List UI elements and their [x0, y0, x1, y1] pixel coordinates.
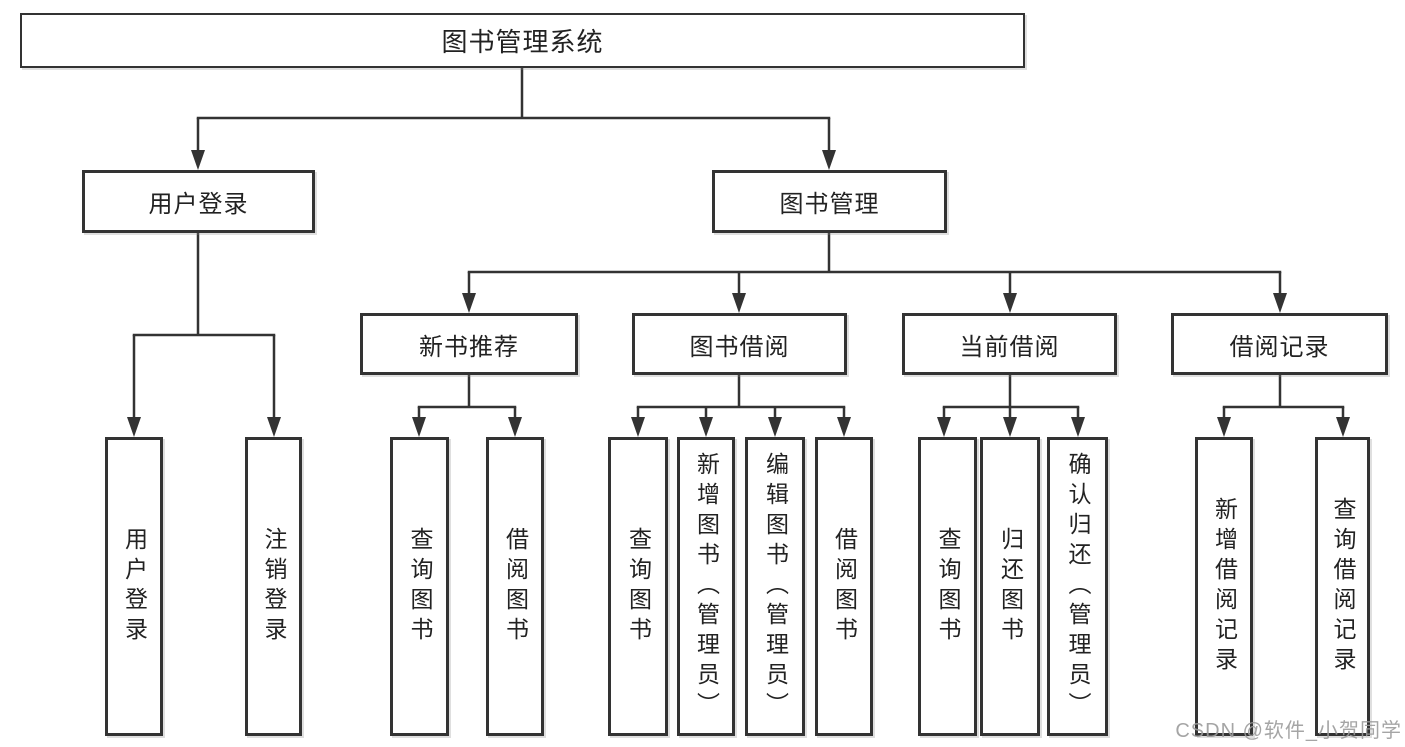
- connector-arrowhead: [732, 293, 746, 313]
- connector-arrowhead: [412, 417, 426, 437]
- connector-arrowhead: [191, 150, 205, 170]
- connector-arrowhead: [127, 417, 141, 437]
- node-leaf-confirm-return-admin: 确认归还（管理员）: [1047, 437, 1108, 736]
- node-leaf-user-login: 用户登录: [105, 437, 163, 736]
- node-label: 新增借阅记录: [1211, 496, 1238, 677]
- node-leaf-borrow-books-2: 借阅图书: [815, 437, 873, 736]
- connector-arrowhead: [508, 417, 522, 437]
- node-user-login: 用户登录: [82, 170, 315, 233]
- node-leaf-add-books-admin: 新增图书（管理员）: [677, 437, 735, 736]
- node-book-management: 图书管理: [712, 170, 947, 233]
- connector-arrowhead: [1071, 417, 1085, 437]
- node-label: 借阅记录: [1229, 333, 1330, 361]
- node-label: 借阅图书: [502, 526, 529, 647]
- node-label: 查询图书: [935, 526, 961, 647]
- node-leaf-query-books-2: 查询图书: [608, 437, 668, 736]
- connector-arrowhead: [631, 417, 645, 437]
- node-label: 借阅图书: [831, 526, 858, 647]
- node-new-book-recommend: 新书推荐: [360, 313, 578, 375]
- node-leaf-add-borrow-record: 新增借阅记录: [1195, 437, 1253, 736]
- node-leaf-return-books: 归还图书: [980, 437, 1040, 736]
- node-leaf-query-books-1: 查询图书: [390, 437, 449, 736]
- connector-arrowhead: [822, 150, 836, 170]
- connector-arrowhead: [462, 293, 476, 313]
- connector-arrowhead: [699, 417, 713, 437]
- node-current-borrowing: 当前借阅: [902, 313, 1117, 375]
- connector-arrowhead: [1003, 293, 1017, 313]
- node-label: 新书推荐: [419, 333, 519, 361]
- node-label: 确认归还（管理员）: [1065, 451, 1091, 722]
- connector-arrowhead: [1003, 417, 1017, 437]
- node-book-borrowing: 图书借阅: [632, 313, 847, 375]
- node-leaf-borrow-books-1: 借阅图书: [486, 437, 544, 736]
- node-label: 新增图书（管理员）: [693, 451, 720, 722]
- connector-arrowhead: [267, 417, 281, 437]
- node-label: 用户登录: [121, 526, 148, 647]
- node-label: 图书管理系统: [441, 27, 604, 57]
- connector-arrowhead: [1336, 417, 1350, 437]
- node-label: 归还图书: [997, 526, 1024, 647]
- node-label: 查询借阅记录: [1330, 496, 1356, 677]
- node-label: 查询图书: [407, 526, 433, 647]
- connector-arrowhead: [1273, 293, 1287, 313]
- node-borrowing-records: 借阅记录: [1171, 313, 1388, 375]
- connector-arrowhead: [837, 417, 851, 437]
- node-label: 注销登录: [261, 526, 287, 647]
- node-leaf-edit-books-admin: 编辑图书（管理员）: [745, 437, 805, 736]
- node-leaf-logout: 注销登录: [245, 437, 302, 736]
- node-label: 查询图书: [625, 526, 652, 647]
- node-leaf-query-books-3: 查询图书: [918, 437, 977, 736]
- node-label: 编辑图书（管理员）: [762, 451, 789, 722]
- node-library-system: 图书管理系统: [20, 13, 1025, 68]
- connector-arrowhead: [768, 417, 782, 437]
- watermark: CSDN @软件_小贺同学: [1175, 720, 1402, 742]
- connector-arrowhead: [1217, 417, 1231, 437]
- node-leaf-query-borrow-record: 查询借阅记录: [1315, 437, 1370, 736]
- node-label: 图书借阅: [689, 333, 790, 361]
- node-label: 用户登录: [148, 191, 249, 218]
- node-label: 图书管理: [779, 191, 880, 218]
- node-label: 当前借阅: [959, 333, 1060, 361]
- connector-arrowhead: [937, 417, 951, 437]
